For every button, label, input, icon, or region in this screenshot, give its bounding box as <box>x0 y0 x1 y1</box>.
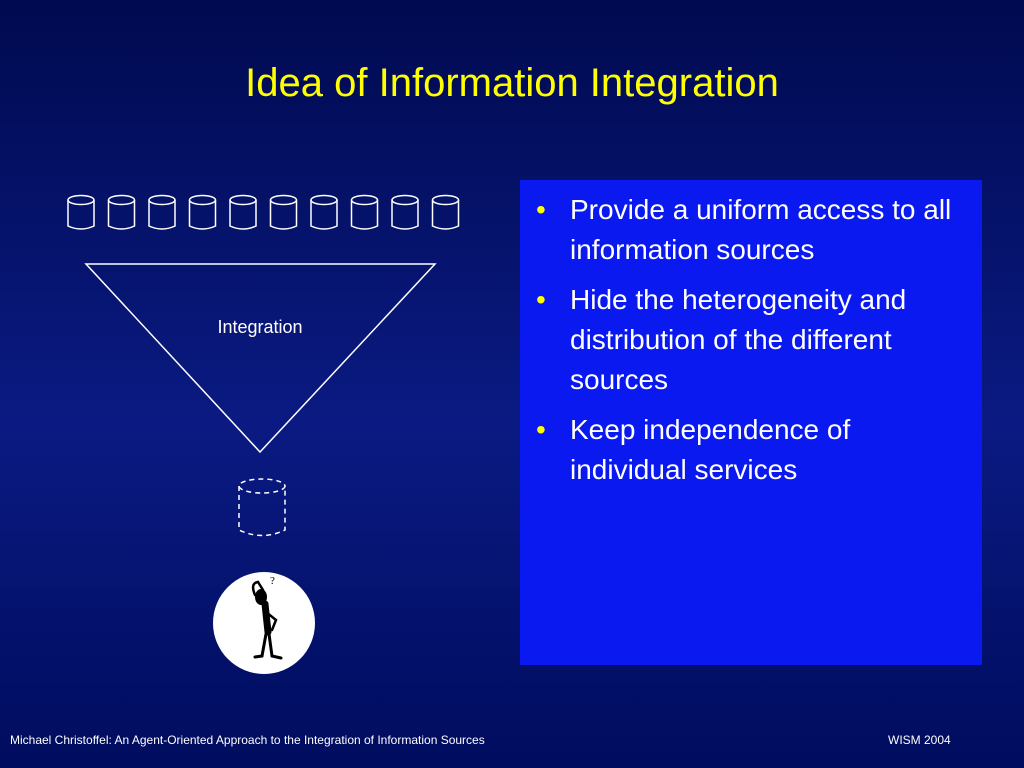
database-cylinder-icon <box>229 194 257 230</box>
database-cylinder-icon <box>148 194 176 230</box>
question-mark: ? <box>270 575 275 587</box>
bullet-text: Provide a uniform access to all informat… <box>570 194 952 265</box>
database-cylinder-icon <box>310 194 338 230</box>
footer-author: Michael Christoffel: An Agent-Oriented A… <box>10 733 485 747</box>
bullet-marker: • <box>536 414 546 445</box>
bullet-marker: • <box>536 284 546 315</box>
bullet-item: • Hide the heterogeneity and distributio… <box>534 280 962 400</box>
confused-person-icon <box>251 580 283 660</box>
bullet-text: Hide the heterogeneity and distribution … <box>570 284 907 395</box>
footer-venue: WISM 2004 <box>888 733 951 747</box>
bullet-text: Keep independence of individual services <box>570 414 851 485</box>
database-cylinder-icon <box>67 194 95 230</box>
bullet-marker: • <box>536 194 546 225</box>
database-cylinder-icon <box>350 194 379 230</box>
bullet-list: • Provide a uniform access to all inform… <box>534 190 962 490</box>
database-cylinder-icon <box>391 194 419 230</box>
database-cylinder-icon <box>431 194 460 230</box>
integration-diagram: ? <box>67 194 460 674</box>
bullet-panel: • Provide a uniform access to all inform… <box>520 180 982 665</box>
bullet-item: • Keep independence of individual servic… <box>534 410 962 490</box>
database-cylinder-icon <box>188 194 217 230</box>
slide-title: Idea of Information Integration <box>245 61 779 105</box>
database-cylinder-icon <box>269 194 298 230</box>
database-cylinder-icon <box>107 194 136 230</box>
funnel-label: Integration <box>217 317 303 337</box>
integration-funnel <box>84 263 437 454</box>
source-database-row <box>67 194 460 230</box>
bullet-item: • Provide a uniform access to all inform… <box>534 190 962 270</box>
integrated-database-icon <box>238 478 286 537</box>
